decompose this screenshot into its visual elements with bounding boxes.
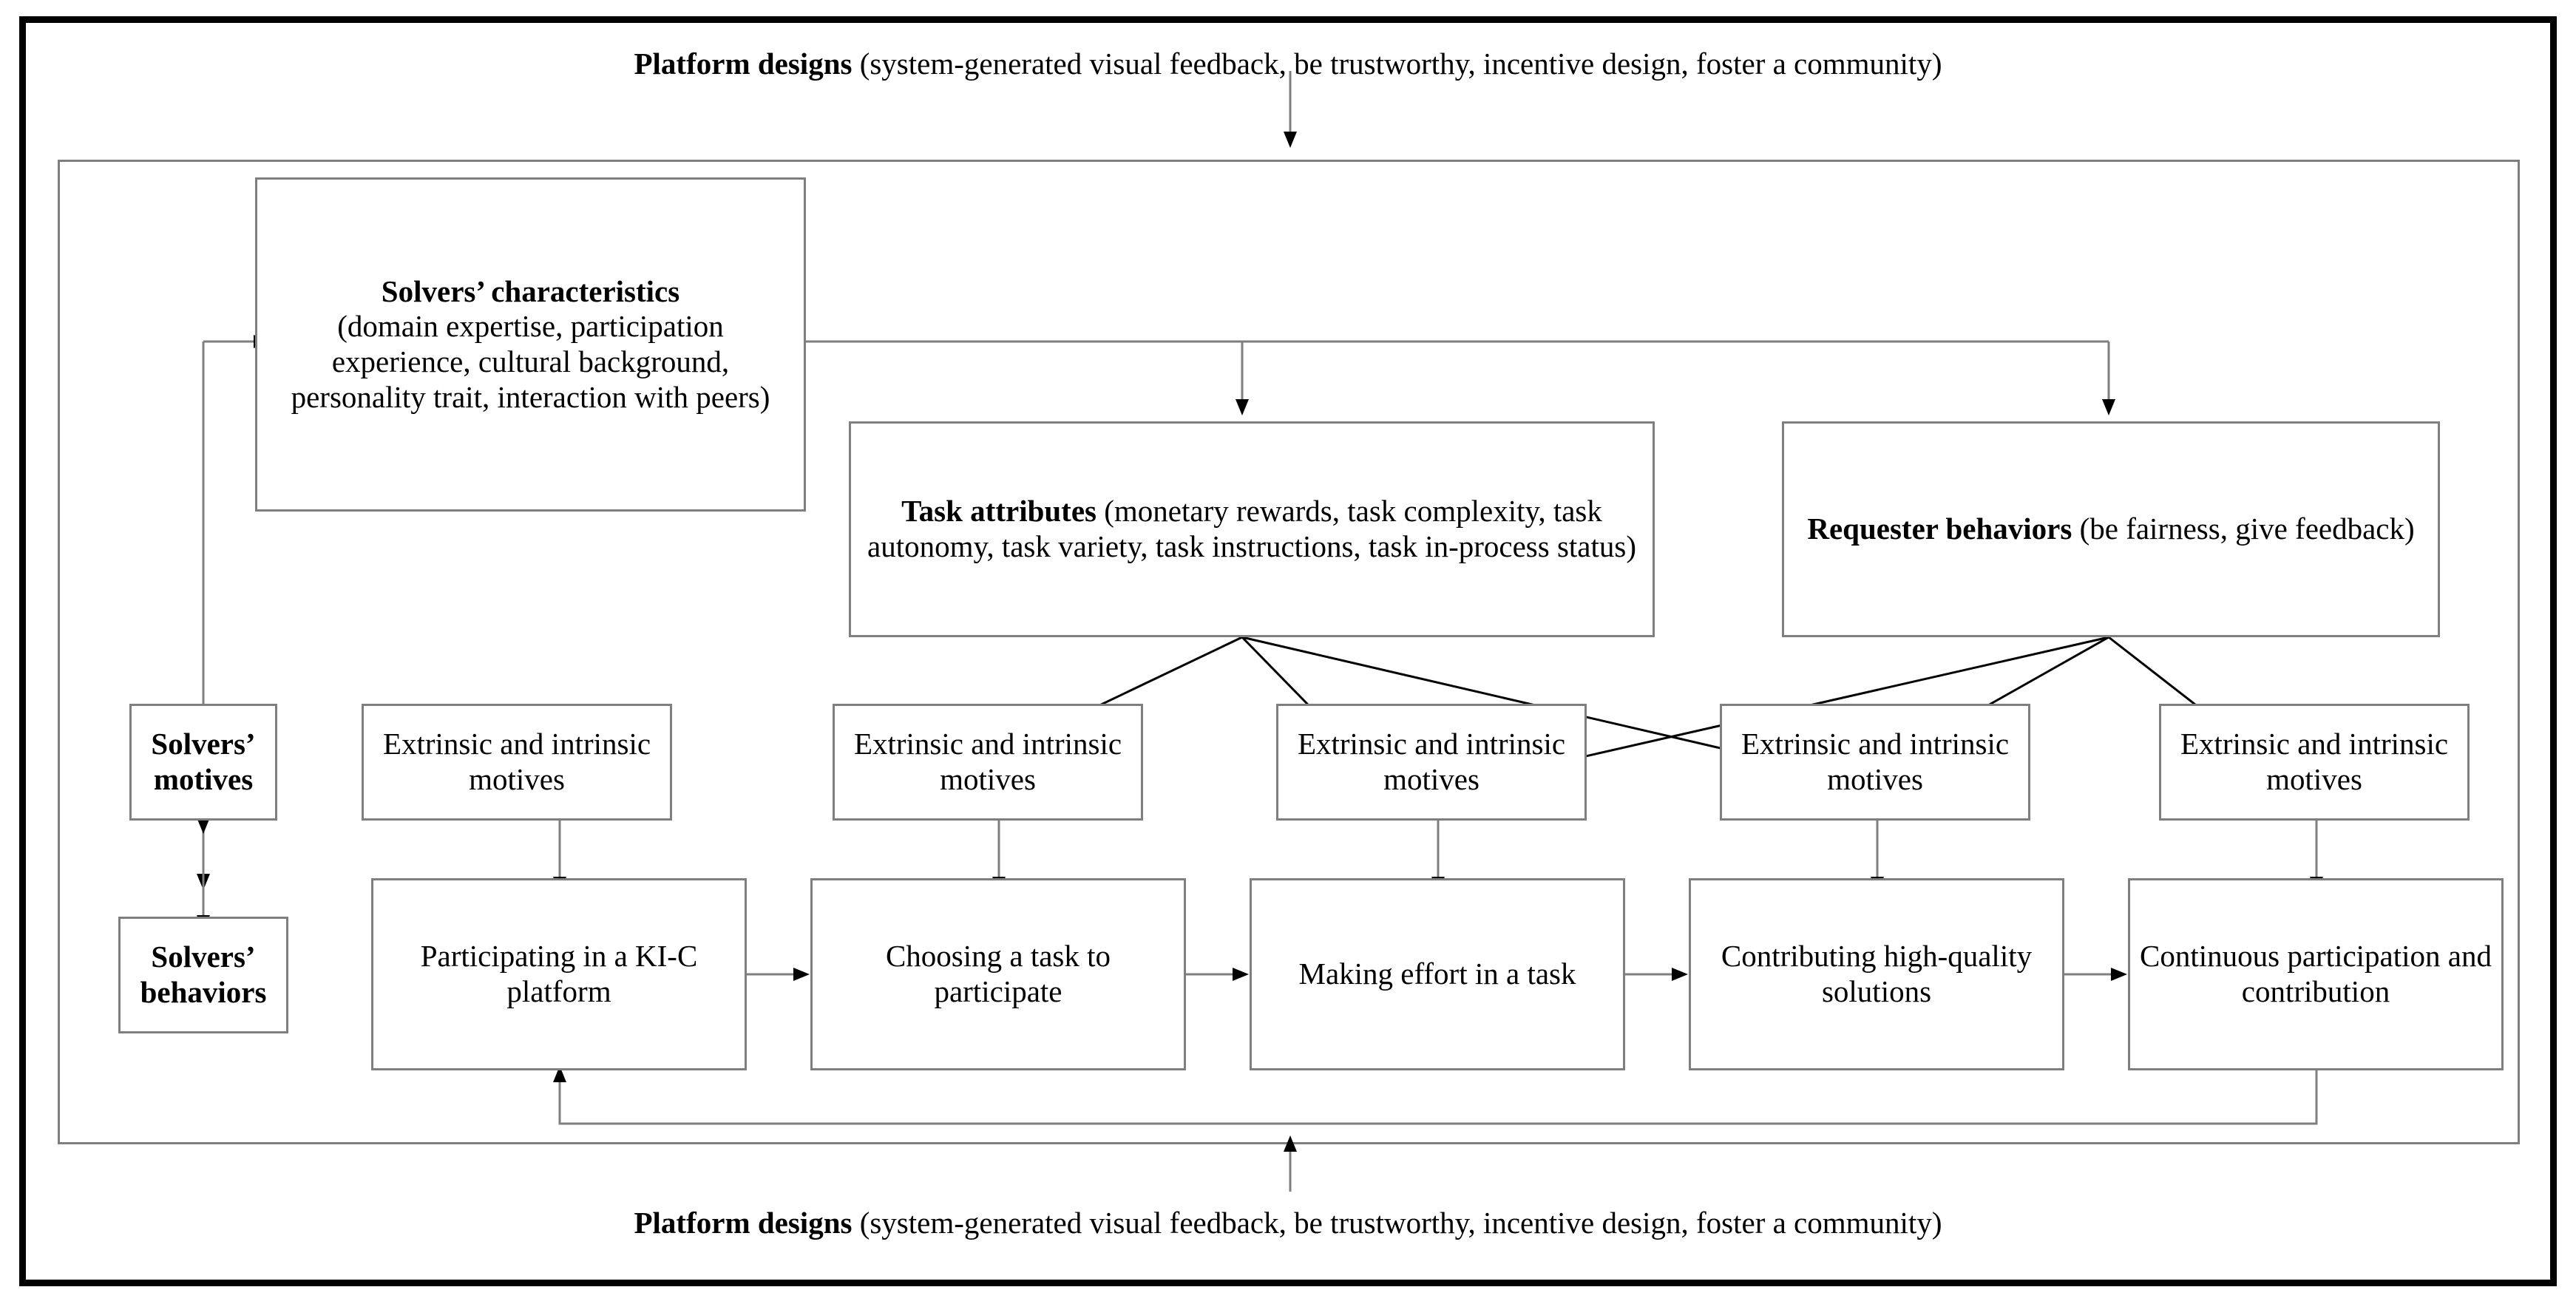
node-solvers-behaviors-label: Solvers’ behaviors bbox=[140, 940, 267, 1009]
node-motives-1-label: Extrinsic and intrinsic motives bbox=[382, 727, 651, 796]
node-process-5[interactable]: Continuous participation and contributio… bbox=[2128, 878, 2504, 1070]
node-motives-2[interactable]: Extrinsic and intrinsic motives bbox=[833, 704, 1143, 821]
node-motives-5-label: Extrinsic and intrinsic motives bbox=[2180, 727, 2449, 796]
node-task-attributes-title: Task attributes bbox=[901, 494, 1097, 529]
node-requester-behaviors[interactable]: Requester behaviors (be fairness, give f… bbox=[1782, 421, 2440, 637]
node-process-2-label: Choosing a task to participate bbox=[885, 939, 1111, 1008]
connector-feedback-loop bbox=[553, 1066, 2318, 1125]
node-motives-2-label: Extrinsic and intrinsic motives bbox=[853, 727, 1122, 796]
node-task-attributes[interactable]: Task attributes (monetary rewards, task … bbox=[849, 421, 1655, 637]
node-requester-behaviors-title: Requester behaviors bbox=[1807, 512, 2072, 546]
node-motives-4-label: Extrinsic and intrinsic motives bbox=[1741, 727, 2010, 796]
node-solvers-characteristics-detail: (domain expertise, participation experie… bbox=[291, 309, 770, 414]
node-process-3-label: Making effort in a task bbox=[1298, 957, 1576, 991]
node-solvers-characteristics-title: Solvers’ characteristics bbox=[381, 274, 680, 308]
node-process-1-label: Participating in a KI-C platform bbox=[420, 939, 698, 1008]
node-motives-5[interactable]: Extrinsic and intrinsic motives bbox=[2159, 704, 2470, 821]
node-solvers-behaviors[interactable]: Solvers’ behaviors bbox=[118, 917, 288, 1033]
node-motives-3[interactable]: Extrinsic and intrinsic motives bbox=[1276, 704, 1587, 821]
bottom-band-label-bold: Platform designs bbox=[634, 1206, 853, 1240]
node-solvers-motives[interactable]: Solvers’ motives bbox=[129, 704, 277, 821]
bottom-band-label-rest: (system-generated visual feedback, be tr… bbox=[852, 1206, 1942, 1240]
bottom-band-label: Platform designs (system-generated visua… bbox=[0, 1205, 2576, 1240]
node-process-4[interactable]: Contributing high-quality solutions bbox=[1689, 878, 2064, 1070]
outer-frame bbox=[19, 16, 2557, 1286]
node-requester-behaviors-detail: (be fairness, give feedback) bbox=[2072, 512, 2415, 546]
node-process-2[interactable]: Choosing a task to participate bbox=[810, 878, 1186, 1070]
node-process-1[interactable]: Participating in a KI-C platform bbox=[371, 878, 747, 1070]
node-task-attributes-detail: (monetary rewards, task complexity, task… bbox=[867, 494, 1636, 563]
node-solvers-motives-label: Solvers’ motives bbox=[151, 727, 256, 796]
top-band-label-bold: Platform designs bbox=[634, 47, 853, 81]
node-motives-1[interactable]: Extrinsic and intrinsic motives bbox=[362, 704, 672, 821]
node-process-5-label: Continuous participation and contributio… bbox=[2140, 939, 2492, 1008]
top-band-label-rest: (system-generated visual feedback, be tr… bbox=[852, 47, 1942, 81]
node-motives-4[interactable]: Extrinsic and intrinsic motives bbox=[1720, 704, 2030, 821]
node-solvers-characteristics[interactable]: Solvers’ characteristics (domain experti… bbox=[255, 177, 806, 512]
node-motives-3-label: Extrinsic and intrinsic motives bbox=[1297, 727, 1566, 796]
node-process-4-label: Contributing high-quality solutions bbox=[1721, 939, 2033, 1008]
top-band-label: Platform designs (system-generated visua… bbox=[0, 46, 2576, 81]
node-process-3[interactable]: Making effort in a task bbox=[1250, 878, 1625, 1070]
